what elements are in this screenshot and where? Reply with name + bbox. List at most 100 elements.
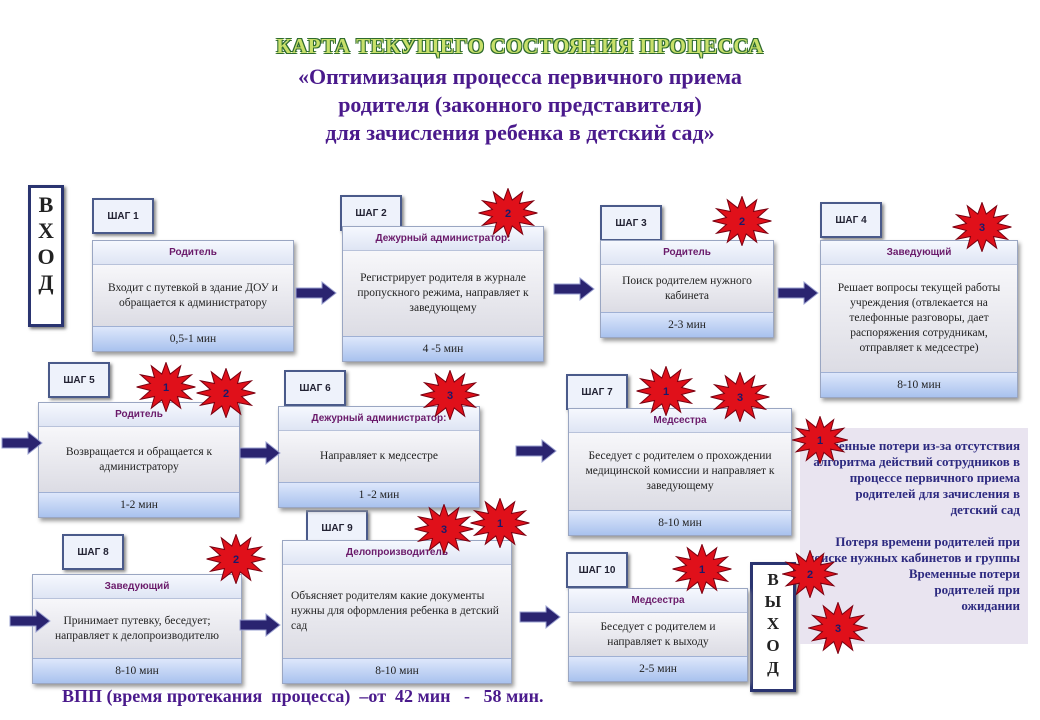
- loss-burst-icon: 2: [782, 550, 838, 598]
- step-card: Родитель Возвращается и обращается к адм…: [38, 402, 240, 518]
- svg-text:2: 2: [223, 388, 229, 400]
- step-label: ШАГ 6: [284, 370, 346, 406]
- flow-arrow-icon: [239, 612, 281, 638]
- step-time: 1-2 мин: [39, 492, 239, 517]
- flow-arrow-icon: [295, 280, 337, 306]
- loss-burst-icon: 3: [420, 370, 480, 420]
- exit-letter: Х: [766, 614, 780, 633]
- step-time: 2-5 мин: [569, 656, 747, 681]
- flow-arrow-icon: [515, 438, 557, 464]
- step-card: Родитель Поиск родителем нужного кабинет…: [600, 240, 774, 338]
- flow-arrow-icon: [519, 604, 561, 630]
- loss-burst-icon: 3: [808, 602, 868, 654]
- flow-arrow-icon: [1, 430, 43, 456]
- loss-burst-icon: 2: [478, 188, 538, 238]
- step-action: Объясняет родителям какие документы нужн…: [283, 565, 511, 658]
- step-role: Медсестра: [569, 589, 747, 613]
- svg-text:1: 1: [817, 435, 823, 447]
- svg-text:3: 3: [835, 623, 841, 635]
- step-label: ШАГ 4: [820, 202, 882, 238]
- step-card: Заведующий Принимает путевку, беседует; …: [32, 574, 242, 684]
- svg-text:2: 2: [807, 569, 813, 581]
- step-label: ШАГ 8: [62, 534, 124, 570]
- step-role: Дежурный администратор:: [279, 407, 479, 431]
- step-card: Родитель Входит с путевкой в здание ДОУ …: [92, 240, 294, 352]
- step-time: 8-10 мин: [569, 510, 791, 535]
- svg-text:3: 3: [979, 222, 985, 234]
- entry-letter: Д: [38, 270, 54, 295]
- loss-burst-icon: 1: [470, 498, 530, 548]
- step-time: 8-10 мин: [821, 372, 1017, 397]
- step-role: Родитель: [601, 241, 773, 265]
- flow-arrow-icon: [553, 276, 595, 302]
- svg-text:3: 3: [441, 524, 447, 536]
- entry-box: В Х О Д: [28, 185, 64, 327]
- exit-letter: Ы: [764, 592, 782, 611]
- step-label: ШАГ 5: [48, 362, 110, 398]
- svg-text:3: 3: [447, 390, 453, 402]
- loss-burst-icon: 2: [712, 196, 772, 246]
- process-duration: ВПП (время протекания процесса) –от 42 м…: [62, 686, 544, 706]
- loss-burst-icon: 3: [710, 372, 770, 422]
- step-time: 8-10 мин: [33, 658, 241, 683]
- step-action: Принимает путевку, беседует; направляет …: [33, 599, 241, 658]
- step-action: Регистрирует родителя в журнале пропускн…: [343, 251, 543, 336]
- step-card: Медсестра Беседует с родителем и направл…: [568, 588, 748, 682]
- svg-text:1: 1: [497, 518, 503, 530]
- loss-note: Временные потери родителей при ожидании: [908, 566, 1020, 613]
- step-action: Поиск родителем нужного кабинета: [601, 265, 773, 312]
- step-card: Заведующий Решает вопросы текущей работы…: [820, 240, 1018, 398]
- flow-arrow-icon: [239, 440, 281, 466]
- step-action: Беседует с родителем и направляет к выхо…: [569, 613, 747, 656]
- loss-burst-icon: 1: [636, 366, 696, 416]
- step-label: ШАГ 1: [92, 198, 154, 234]
- step-time: 2-3 мин: [601, 312, 773, 337]
- step-time: 1 -2 мин: [279, 482, 479, 507]
- entry-letter: Х: [38, 218, 54, 243]
- loss-note: Потеря времени родителей при поиске нужн…: [806, 534, 1020, 565]
- loss-burst-icon: 1: [136, 362, 196, 412]
- loss-burst-icon: 3: [414, 504, 474, 554]
- step-role: Родитель: [39, 403, 239, 427]
- loss-burst-icon: 3: [952, 202, 1012, 252]
- loss-note: Временные потери из-за отсутствия алгори…: [808, 438, 1020, 517]
- step-time: 4 -5 мин: [343, 336, 543, 361]
- loss-burst-icon: 2: [196, 368, 256, 418]
- flow-arrow-icon: [9, 608, 51, 634]
- step-action: Возвращается и обращается к администрато…: [39, 427, 239, 492]
- step-action: Беседует с родителем о прохождении медиц…: [569, 433, 791, 510]
- step-label: ШАГ 3: [600, 205, 662, 241]
- process-title-line-1: «Оптимизация процесса первичного приема: [298, 64, 742, 89]
- step-label: ШАГ 10: [566, 552, 628, 588]
- svg-text:2: 2: [233, 554, 239, 566]
- svg-text:2: 2: [505, 208, 511, 220]
- step-card: Дежурный администратор: Направляет к мед…: [278, 406, 480, 508]
- svg-text:3: 3: [737, 392, 743, 404]
- entry-letter: О: [37, 244, 55, 269]
- step-role: Заведующий: [33, 575, 241, 599]
- svg-text:1: 1: [163, 382, 169, 394]
- step-time: 0,5-1 мин: [93, 326, 293, 351]
- svg-text:2: 2: [739, 216, 745, 228]
- loss-burst-icon: 2: [206, 534, 266, 584]
- step-card: Дежурный администратор: Регистрирует род…: [342, 226, 544, 362]
- step-action: Решает вопросы текущей работы учреждения…: [821, 265, 1017, 372]
- step-role: Медсестра: [569, 409, 791, 433]
- step-time: 8-10 мин: [283, 658, 511, 683]
- map-heading: КАРТА ТЕКУЩЕГО СОСТОЯНИЯ ПРОЦЕССА: [276, 34, 764, 58]
- step-role: Родитель: [93, 241, 293, 265]
- exit-letter: Д: [767, 658, 779, 677]
- entry-letter: В: [38, 192, 54, 217]
- exit-letter: О: [766, 636, 780, 655]
- step-action: Направляет к медсестре: [279, 431, 479, 482]
- exit-letter: В: [767, 570, 779, 589]
- svg-text:1: 1: [699, 564, 705, 576]
- step-card: Медсестра Беседует с родителем о прохожд…: [568, 408, 792, 536]
- process-title-line-2: родителя (законного представителя): [338, 92, 702, 117]
- process-title-line-3: для зачисления ребенка в детский сад»: [325, 120, 715, 145]
- svg-text:1: 1: [663, 386, 669, 398]
- step-label: ШАГ 7: [566, 374, 628, 410]
- step-action: Входит с путевкой в здание ДОУ и обращае…: [93, 265, 293, 326]
- loss-burst-icon: 1: [792, 416, 848, 464]
- step-card: Делопроизводитель Объясняет родителям ка…: [282, 540, 512, 684]
